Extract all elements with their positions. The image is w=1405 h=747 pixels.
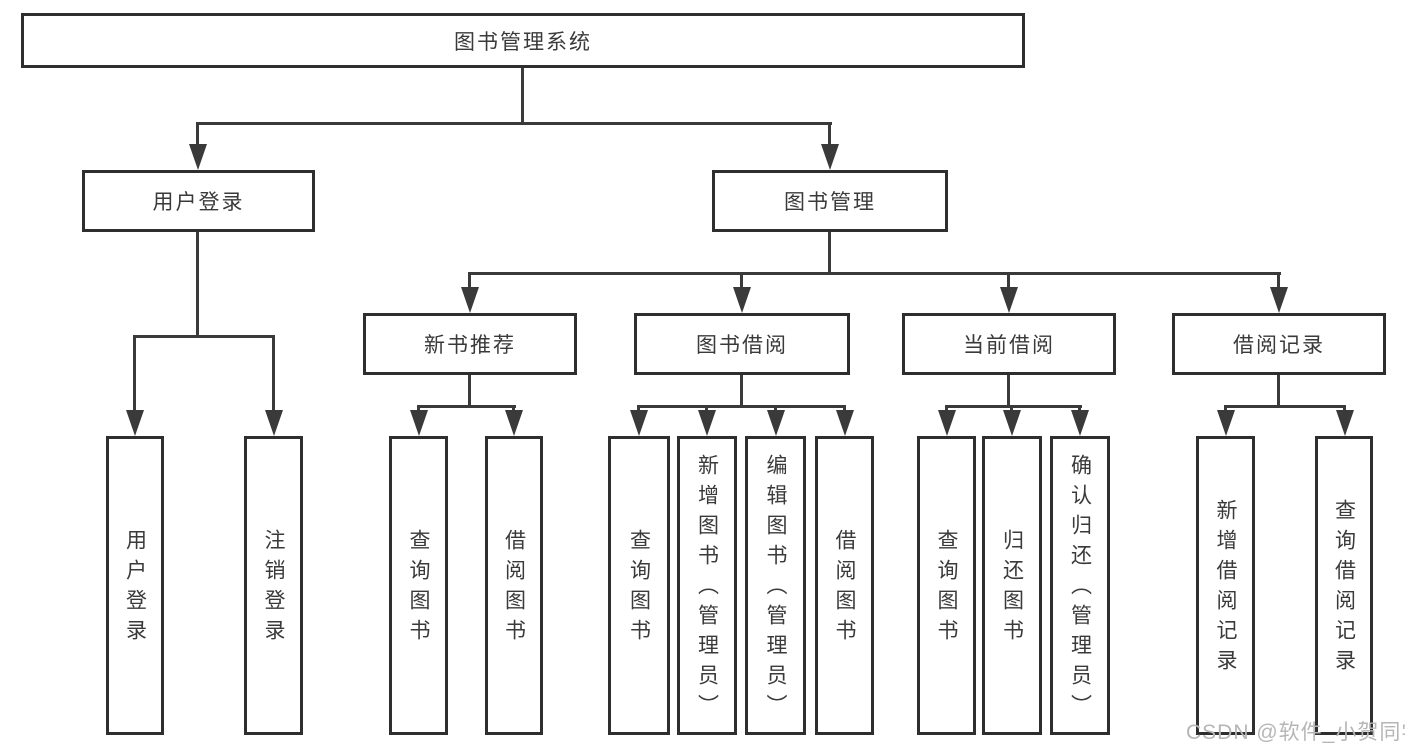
connector-leaf-drop <box>1010 405 1013 414</box>
arrowhead-leaf <box>1003 410 1021 436</box>
arrowhead-leaf <box>1071 410 1089 436</box>
connector-leaf-drop <box>705 405 708 414</box>
connector-leaf-drop <box>1224 405 1227 414</box>
connector-book-mgmt-drop <box>828 122 831 148</box>
leaf-user-login: 用户登录 <box>106 436 164 735</box>
arrowhead-leaf <box>767 410 785 436</box>
leaf-borrow-books: 借阅图书 <box>815 436 874 735</box>
connector-new-books-stem <box>468 375 471 405</box>
arrowhead-leaf <box>410 410 428 436</box>
connector-user-login-stem <box>196 232 199 335</box>
leaf-borrow-books-recommend: 借阅图书 <box>485 436 543 735</box>
arrowhead-leaf <box>1217 410 1235 436</box>
connector-current-borrow-branch <box>945 405 1082 408</box>
connector-l3-drop <box>468 272 471 289</box>
node-book-borrowing: 图书借阅 <box>634 313 850 375</box>
arrowhead-leaf <box>938 410 956 436</box>
node-book-management: 图书管理 <box>712 170 948 232</box>
arrowhead-current-borrow <box>1000 287 1018 313</box>
connector-leaf-drop <box>272 335 275 414</box>
connector-leaf-drop <box>417 405 420 414</box>
csdn-watermark: CSDN @软件_小贺同学 <box>1186 721 1405 744</box>
arrowhead-book-mgmt <box>821 144 839 170</box>
connector-book-borrow-branch <box>637 405 846 408</box>
leaf-return-books: 归还图书 <box>982 436 1042 735</box>
connector-book-mgmt-branch <box>468 272 1281 275</box>
arrowhead-leaf <box>630 410 648 436</box>
arrowhead-leaf <box>265 410 283 436</box>
leaf-edit-books-admin: 编辑图书（管理员） <box>745 436 806 735</box>
leaf-add-borrow-record: 新增借阅记录 <box>1196 436 1255 735</box>
node-current-borrowing: 当前借阅 <box>902 313 1116 375</box>
connector-user-login-branch <box>133 335 275 338</box>
connector-root-stem <box>521 68 524 122</box>
connector-leaf-drop <box>843 405 846 414</box>
connector-leaf-drop <box>774 405 777 414</box>
arrowhead-book-borrow <box>733 287 751 313</box>
connector-leaf-drop <box>133 335 136 414</box>
connector-leaf-drop <box>945 405 948 414</box>
connector-root-branch <box>196 122 832 125</box>
connector-current-borrow-stem <box>1007 375 1010 405</box>
node-borrowing-records: 借阅记录 <box>1172 313 1386 375</box>
connector-borrow-records-stem <box>1277 375 1280 405</box>
connector-book-mgmt-stem <box>828 232 831 272</box>
leaf-logout: 注销登录 <box>244 436 303 735</box>
node-user-login: 用户登录 <box>82 170 315 232</box>
connector-l3-drop <box>1277 272 1280 289</box>
connector-borrow-records-branch <box>1224 405 1345 408</box>
leaf-query-books-recommend: 查询图书 <box>389 436 448 735</box>
arrowhead-user-login <box>189 144 207 170</box>
connector-leaf-drop <box>637 405 640 414</box>
arrowhead-borrow-records <box>1270 287 1288 313</box>
leaf-query-books-current: 查询图书 <box>917 436 976 735</box>
connector-book-borrow-stem <box>740 375 743 405</box>
connector-l3-drop <box>1007 272 1010 289</box>
leaf-add-books-admin: 新增图书（管理员） <box>677 436 737 735</box>
connector-leaf-drop <box>1343 405 1346 414</box>
leaf-query-books-borrowing: 查询图书 <box>608 436 670 735</box>
connector-leaf-drop <box>1078 405 1081 414</box>
leaf-confirm-return-admin: 确认归还（管理员） <box>1050 436 1110 735</box>
connector-l3-drop <box>740 272 743 289</box>
arrowhead-leaf <box>1336 410 1354 436</box>
node-new-book-recommend: 新书推荐 <box>363 313 577 375</box>
leaf-query-borrow-record: 查询借阅记录 <box>1315 436 1373 735</box>
arrowhead-new-books <box>461 287 479 313</box>
arrowhead-leaf <box>126 410 144 436</box>
connector-user-login-drop <box>196 122 199 148</box>
connector-leaf-drop <box>512 405 515 414</box>
connector-new-books-branch <box>417 405 516 408</box>
arrowhead-leaf <box>698 410 716 436</box>
arrowhead-leaf <box>505 410 523 436</box>
arrowhead-leaf <box>836 410 854 436</box>
node-library-management-system: 图书管理系统 <box>21 13 1025 68</box>
